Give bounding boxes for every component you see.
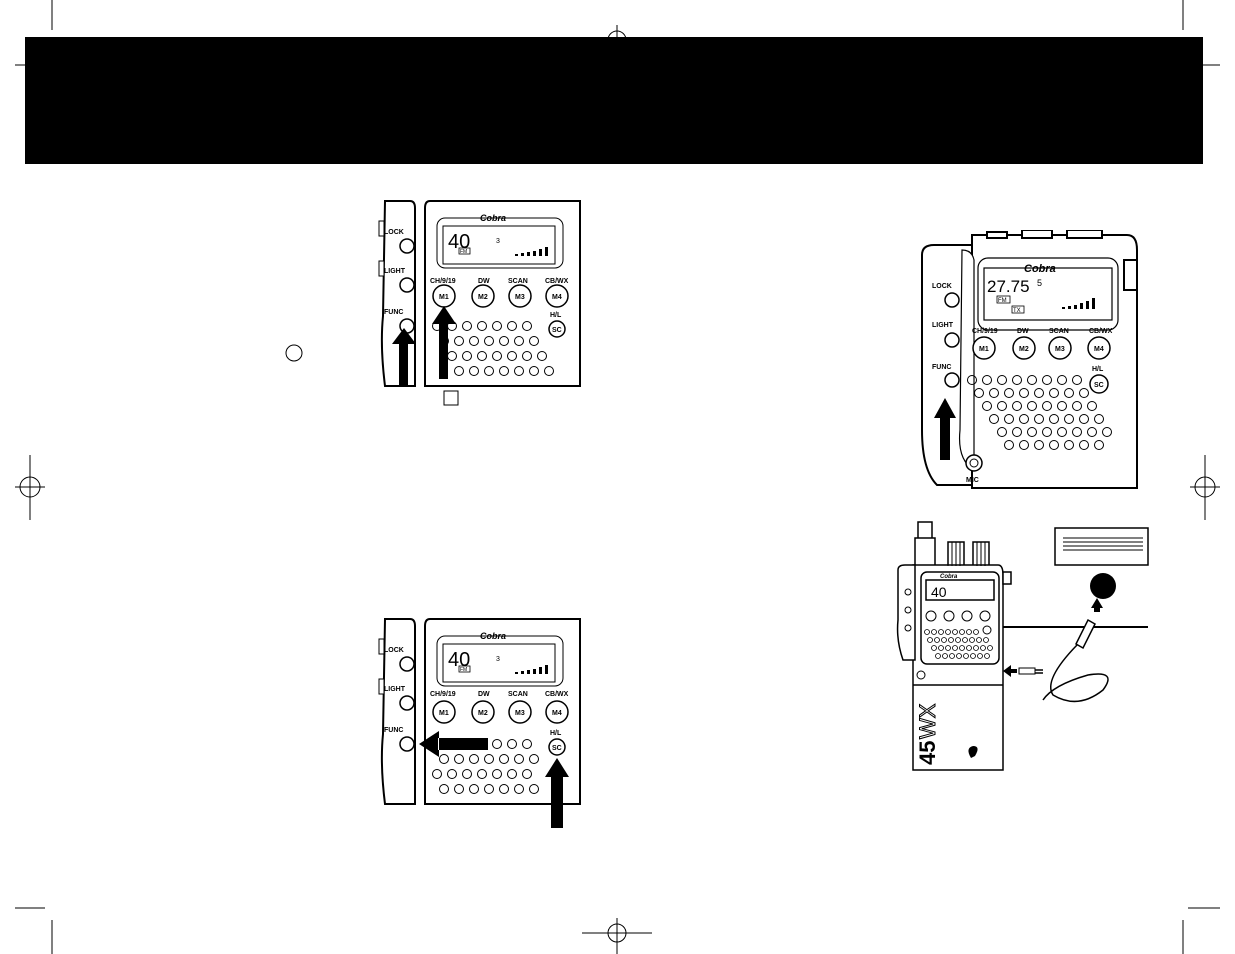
- brand-logo: Cobra: [480, 213, 506, 223]
- sc-button[interactable]: [1089, 374, 1109, 394]
- brand-logo: Cobra: [940, 574, 958, 580]
- m3-key: M3: [515, 294, 525, 301]
- ch-label: CH/9/19: [430, 691, 456, 698]
- ch-label: CH/9/19: [430, 278, 456, 285]
- brand-logo: Cobra: [1024, 263, 1056, 275]
- mic-label: MIC: [966, 477, 979, 484]
- hl-label: H/L: [550, 312, 562, 319]
- sc-button[interactable]: [548, 738, 566, 756]
- scan-label: SCAN: [508, 691, 528, 698]
- m1-key: M1: [439, 710, 449, 717]
- arrow-up-icon: [545, 758, 569, 828]
- scan-label: SCAN: [1049, 328, 1069, 335]
- sc-button[interactable]: [548, 320, 566, 338]
- m1-button[interactable]: [432, 700, 456, 724]
- cbwx-label: CB/WX: [1089, 328, 1113, 335]
- m3-button[interactable]: [1048, 336, 1072, 360]
- m4-button[interactable]: [545, 700, 569, 724]
- func-button[interactable]: [399, 736, 415, 752]
- cbwx-label: CB/WX: [545, 278, 569, 285]
- func-label: FUNC: [384, 727, 403, 734]
- m2-key: M2: [1019, 346, 1029, 353]
- arrow-up-icon: [1091, 598, 1103, 612]
- light-button[interactable]: [944, 332, 960, 348]
- callout-circle: [285, 344, 303, 362]
- light-label: LIGHT: [932, 322, 954, 329]
- arrow-left-icon: [419, 731, 488, 757]
- lcd-tx: TX: [1013, 308, 1021, 314]
- lock-label: LOCK: [384, 647, 404, 654]
- lcd-suffix: 5: [1037, 278, 1042, 288]
- lock-label: LOCK: [932, 283, 952, 290]
- figure-2-radio-closeup: Cobra 40 3 FM LOCK LIGHT FUNC CH/9/19 DW…: [375, 614, 587, 829]
- m4-key: M4: [552, 710, 562, 717]
- m4-key: M4: [552, 294, 562, 301]
- header-bar: [25, 37, 1203, 164]
- brand-logo: Cobra: [480, 631, 506, 641]
- lcd-channel: 40: [931, 584, 947, 600]
- m2-key: M2: [478, 294, 488, 301]
- m2-key: M2: [478, 710, 488, 717]
- lcd-mode: FM: [460, 249, 467, 255]
- mic-jack: [965, 454, 983, 472]
- model-number: 45: [915, 741, 940, 765]
- light-button[interactable]: [399, 277, 415, 293]
- lcd-small-digit: 3: [496, 656, 500, 663]
- m3-key: M3: [515, 710, 525, 717]
- dw-label: DW: [478, 691, 490, 698]
- sc-label: SC: [552, 327, 562, 334]
- lock-label: LOCK: [384, 229, 404, 236]
- light-label: LIGHT: [384, 268, 406, 275]
- hl-label: H/L: [550, 730, 562, 737]
- lcd-small-digit: 3: [496, 238, 500, 245]
- m2-button[interactable]: [471, 284, 495, 308]
- lock-button[interactable]: [944, 292, 960, 308]
- model-suffix: WX: [915, 703, 940, 739]
- figure-3-radio-front: Cobra 27.75 5 FM TX LOCK LIGHT FUNC CH/9…: [912, 229, 1144, 492]
- ch-label: CH/9/19: [972, 328, 998, 335]
- hl-label: H/L: [1092, 366, 1104, 373]
- scan-label: SCAN: [508, 278, 528, 285]
- sc-label: SC: [552, 745, 562, 752]
- func-button[interactable]: [944, 372, 960, 388]
- m4-button[interactable]: [545, 284, 569, 308]
- m4-key: M4: [1094, 346, 1104, 353]
- m2-button[interactable]: [1012, 336, 1036, 360]
- dw-label: DW: [478, 278, 490, 285]
- earphone-icon: [1090, 573, 1116, 599]
- lcd-frequency: 27.75: [987, 277, 1030, 296]
- arrow-left-icon: [1003, 665, 1017, 677]
- arrow-up-icon: [392, 328, 416, 386]
- light-label: LIGHT: [384, 686, 406, 693]
- cbwx-label: CB/WX: [545, 691, 569, 698]
- lcd-mode: FM: [998, 298, 1007, 304]
- callout-box: [443, 390, 459, 406]
- dw-label: DW: [1017, 328, 1029, 335]
- arrow-up-icon: [432, 306, 456, 379]
- sc-label: SC: [1094, 382, 1104, 389]
- figure-4-earphone-connection: Cobra 40 45 WX: [893, 520, 1153, 775]
- figure-1-radio-closeup: Cobra 40 3 FM LOCK LIGHT FUNC CH/9/19 DW…: [375, 196, 587, 406]
- lock-button[interactable]: [399, 238, 415, 254]
- m3-button[interactable]: [508, 700, 532, 724]
- m1-key: M1: [979, 346, 989, 353]
- m2-button[interactable]: [471, 700, 495, 724]
- lcd-channel: 40: [448, 231, 470, 253]
- m1-key: M1: [439, 294, 449, 301]
- lock-button[interactable]: [399, 656, 415, 672]
- m3-key: M3: [1055, 346, 1065, 353]
- lcd-channel: 40: [448, 649, 470, 671]
- m4-button[interactable]: [1087, 336, 1111, 360]
- arrow-up-icon: [934, 398, 956, 460]
- cobra-logo-icon: [968, 746, 978, 758]
- m1-button[interactable]: [972, 336, 996, 360]
- func-label: FUNC: [384, 309, 403, 316]
- func-label: FUNC: [932, 364, 951, 371]
- lcd-mode: FM: [460, 667, 467, 673]
- light-button[interactable]: [399, 695, 415, 711]
- m3-button[interactable]: [508, 284, 532, 308]
